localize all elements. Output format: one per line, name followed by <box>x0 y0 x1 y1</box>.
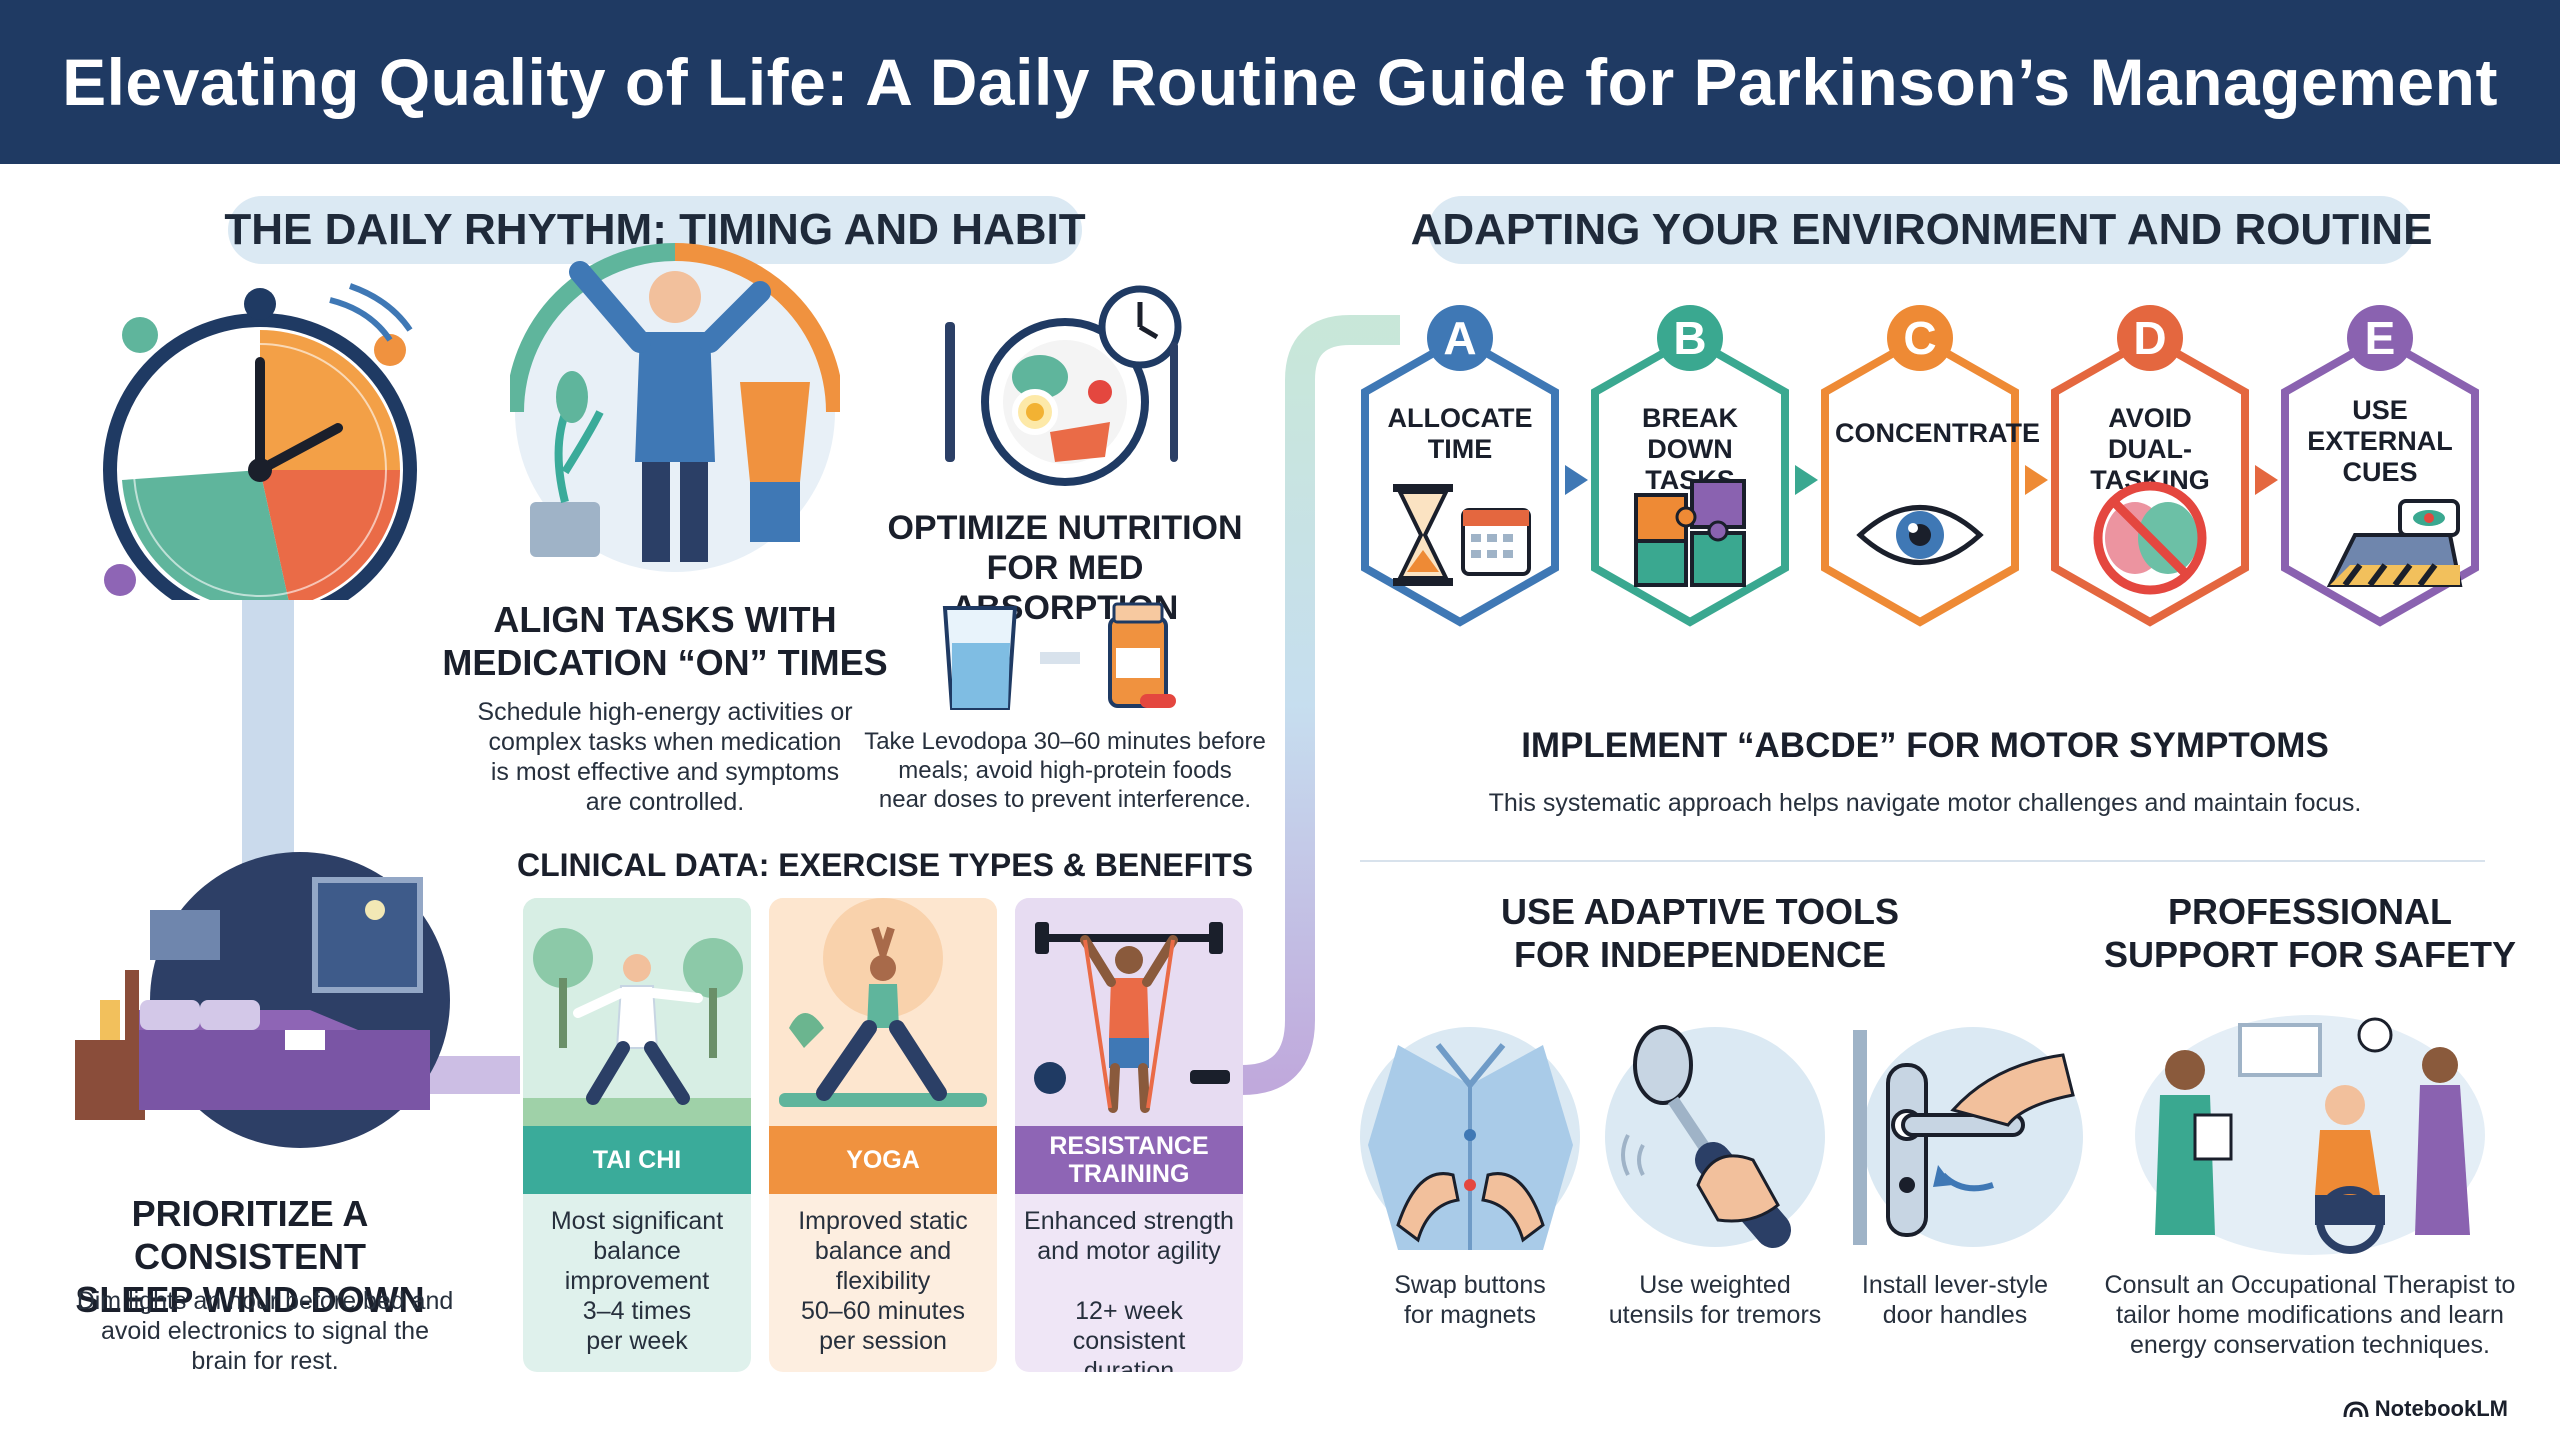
exercise-card-tai-chi: TAI CHI Most significant balance improve… <box>523 898 751 1372</box>
adapting-environment-heading: ADAPTING YOUR ENVIRONMENT AND ROUTINE <box>1411 196 2432 264</box>
bedroom-icon <box>75 852 450 1148</box>
align-tasks-title: ALIGN TASKS WITH MEDICATION “ON” TIMES <box>442 599 888 683</box>
step-label-allocate-time: ALLOCATE TIME <box>1387 403 1533 464</box>
puzzle-icon <box>1634 479 1746 587</box>
weighted-spoon-icon <box>1605 1025 1825 1248</box>
step-letter-c: C <box>1887 305 1953 371</box>
tai-chi-benefits: Most significant balance improvement 3–4… <box>550 1207 724 1355</box>
lever-door-handle-icon <box>1853 1027 2083 1247</box>
align-tasks-body: Schedule high-energy activities or compl… <box>477 698 853 816</box>
brain-prohibited-icon <box>2093 481 2207 595</box>
tai-chi-icon <box>523 898 751 1126</box>
step-letter-a: A <box>1427 305 1493 371</box>
step-letter-e: E <box>2347 305 2413 371</box>
nutrition-body: Take Levodopa 30–60 minutes before meals… <box>864 728 1266 813</box>
exercise-card-resistance: RESISTANCE TRAINING Enhanced strength an… <box>1015 898 1243 1372</box>
step-letter-b: B <box>1657 305 1723 371</box>
step-label-break-down-tasks: BREAK DOWN TASKS <box>1641 403 1738 495</box>
eye-icon <box>1856 505 1984 565</box>
tool-door-handles-caption: Install lever-style door handles <box>1861 1271 2049 1329</box>
sleep-title: PRIORITIZE A CONSISTENT SLEEP WIND-DOWN <box>75 1193 425 1320</box>
occupational-therapist-icon <box>2135 1015 2485 1255</box>
professional-support-body: Consult an Occupational Therapist to tai… <box>2104 1271 2516 1359</box>
nutrition-title: OPTIMIZE NUTRITION FOR MED ABSORPTION <box>887 509 1243 627</box>
notebooklm-logo-icon <box>2343 1401 2369 1418</box>
abcde-title: IMPLEMENT “ABCDE” FOR MOTOR SYMPTOMS <box>1521 726 2329 765</box>
tool-utensils-caption: Use weighted utensils for tremors <box>1608 1271 1822 1329</box>
morning-routine-icon <box>510 243 840 572</box>
exercise-heading: CLINICAL DATA: EXERCISE TYPES & BENEFITS <box>516 847 1254 883</box>
yoga-benefits: Improved static balance and flexibility … <box>798 1207 968 1355</box>
resistance-label: RESISTANCE TRAINING <box>1015 1126 1243 1194</box>
page-title: Elevating Quality of Life: A Daily Routi… <box>62 45 2498 119</box>
exercise-card-yoga: YOGA Improved static balance and flexibi… <box>769 898 997 1372</box>
step-label-concentrate: CONCENTRATE <box>1835 418 2040 448</box>
resistance-training-icon <box>1015 898 1243 1126</box>
step-label-use-external-cues: USE EXTERNAL CUES <box>2307 395 2453 487</box>
hourglass-calendar-icon <box>1393 484 1531 586</box>
yoga-icon <box>769 898 997 1126</box>
section-divider <box>1360 860 2485 862</box>
tool-magnets-caption: Swap buttons for magnets <box>1394 1271 1546 1329</box>
title-banner: Elevating Quality of Life: A Daily Routi… <box>0 0 2560 164</box>
yoga-label: YOGA <box>769 1126 997 1194</box>
sleep-body: Dim lights an hour before bed and avoid … <box>76 1287 454 1375</box>
brand-mark: NotebookLM <box>2343 1396 2508 1422</box>
floor-cue-icon <box>2326 499 2463 587</box>
adaptive-tools-title: USE ADAPTIVE TOOLS FOR INDEPENDENCE <box>1500 891 1900 975</box>
magnet-button-shirt-icon <box>1360 1027 1580 1250</box>
meal-plate-icon <box>945 285 1182 486</box>
brand-name: NotebookLM <box>2374 1396 2508 1421</box>
professional-support-title: PROFESSIONAL SUPPORT FOR SAFETY <box>2103 891 2517 975</box>
step-letter-d: D <box>2117 305 2183 371</box>
abcde-body: This systematic approach helps navigate … <box>1488 789 2362 817</box>
resistance-benefits: Enhanced strength and motor agility 12+ … <box>1024 1207 1234 1372</box>
clock-icon <box>103 283 417 600</box>
tai-chi-label: TAI CHI <box>523 1126 751 1194</box>
water-medication-icon <box>942 602 1176 710</box>
step-label-avoid-dual-tasking: AVOID DUAL-TASKING <box>2090 403 2210 495</box>
